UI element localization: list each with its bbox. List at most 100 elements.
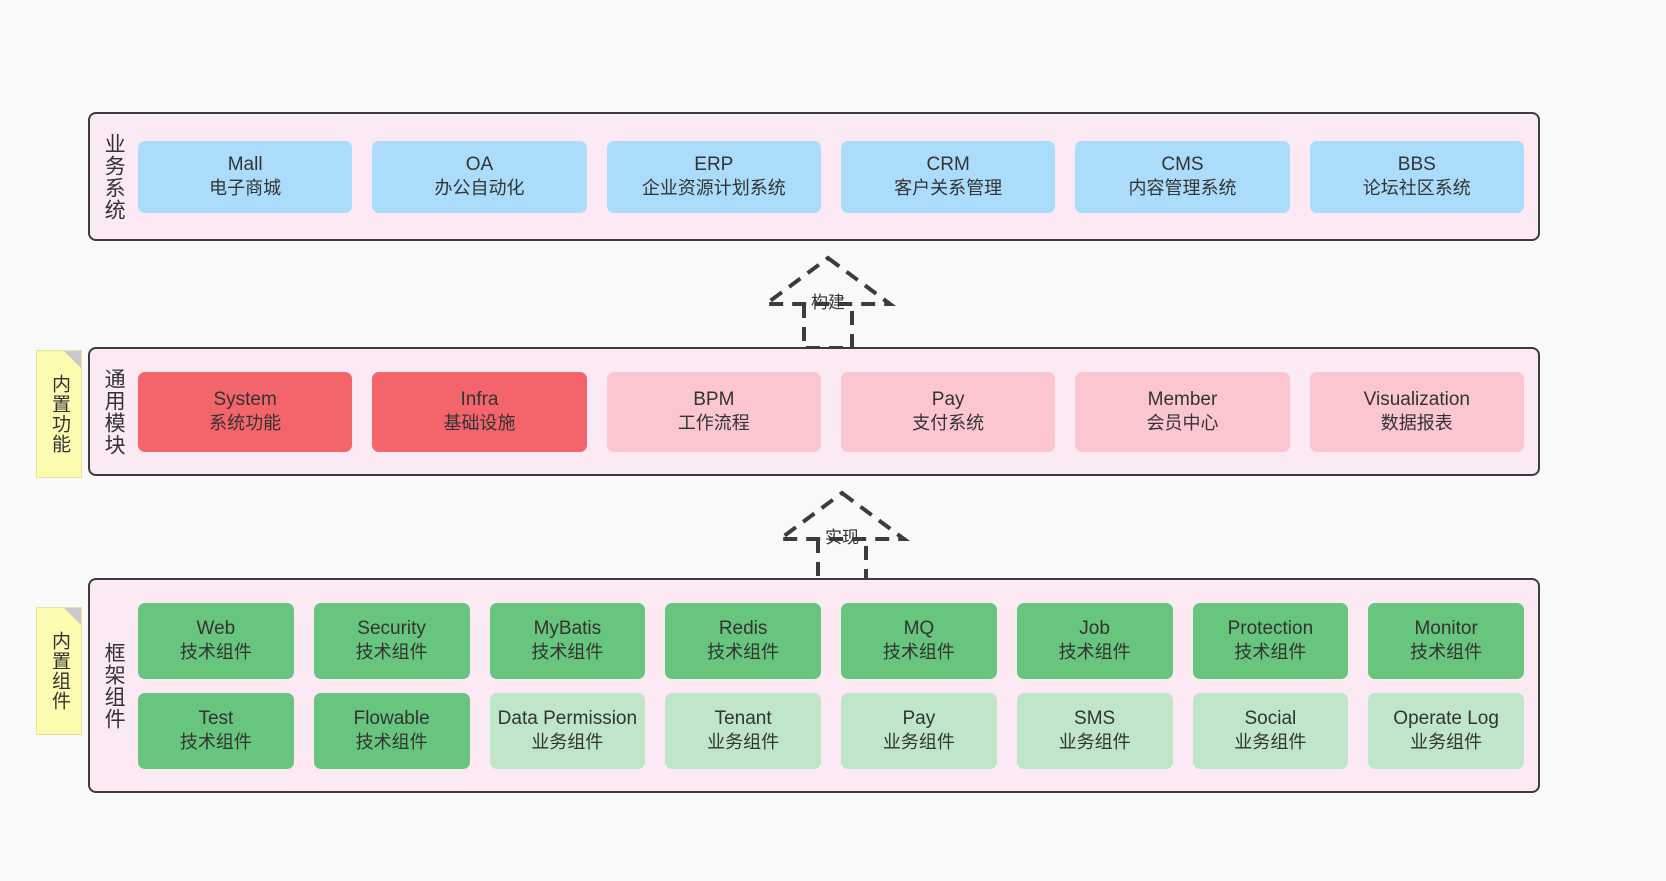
sticky-note-builtin-features: 内置功能 (36, 350, 82, 478)
layer-body-business: Mall 电子商城 OA 办公自动化 ERP 企业资源计划系统 CRM 客户关系… (136, 114, 1538, 239)
node-subtitle: 客户关系管理 (894, 178, 1003, 199)
node-subtitle: 工作流程 (677, 413, 750, 434)
layer-title-business: 业务系统 (102, 132, 126, 221)
connector-implement: 实现 (752, 487, 932, 587)
node-erp[interactable]: ERP 企业资源计划系统 (606, 140, 821, 213)
node-subtitle: 会员中心 (1146, 413, 1219, 434)
node-title: Social (1244, 707, 1297, 729)
node-title: Web (196, 617, 236, 639)
node-protection[interactable]: Protection 技术组件 (1192, 602, 1349, 679)
node-subtitle: 技术组件 (355, 732, 428, 753)
node-cms[interactable]: CMS 内容管理系统 (1075, 140, 1290, 213)
implement-arrow-icon (773, 490, 911, 585)
node-title: OA (465, 153, 494, 175)
sticky-note-builtin-components: 内置组件 (36, 607, 82, 735)
node-mall[interactable]: Mall 电子商城 (138, 140, 353, 213)
node-subtitle: 内容管理系统 (1128, 178, 1237, 199)
node-title: Redis (718, 617, 768, 639)
node-subtitle: 业务组件 (1058, 732, 1131, 753)
node-data-permission[interactable]: Data Permission 业务组件 (489, 692, 646, 769)
node-bbs[interactable]: BBS 论坛社区系统 (1309, 140, 1524, 213)
node-title: BBS (1397, 153, 1436, 175)
node-title: Tenant (714, 707, 772, 729)
node-subtitle: 支付系统 (912, 413, 985, 434)
node-subtitle: 数据报表 (1380, 413, 1453, 434)
node-subtitle: 技术组件 (179, 732, 252, 753)
node-subtitle: 技术组件 (882, 642, 955, 663)
node-subtitle: 论坛社区系统 (1362, 178, 1471, 199)
node-subtitle: 技术组件 (531, 642, 604, 663)
connector-build: 构建 (738, 252, 918, 352)
node-subtitle: 业务组件 (707, 732, 780, 753)
layer-business-systems: 业务系统 Mall 电子商城 OA 办公自动化 ERP 企业资源计划系统 CRM… (88, 112, 1540, 241)
node-web[interactable]: Web 技术组件 (138, 602, 294, 679)
node-infra[interactable]: Infra 基础设施 (372, 371, 587, 452)
layer-framework-components: 框架组件 Web 技术组件 Security 技术组件 MyBatis 技术组件… (88, 578, 1540, 793)
node-title: System (213, 388, 277, 410)
node-subtitle: 技术组件 (1234, 642, 1307, 663)
node-subtitle: 业务组件 (882, 732, 955, 753)
node-test[interactable]: Test 技术组件 (138, 692, 294, 769)
row-business-components: Test 技术组件 Flowable 技术组件 Data Permission … (138, 692, 1524, 769)
node-title: Monitor (1414, 617, 1478, 639)
node-bpm[interactable]: BPM 工作流程 (606, 371, 821, 452)
node-title: Test (198, 707, 234, 729)
node-title: CMS (1161, 153, 1204, 175)
node-visualization[interactable]: Visualization 数据报表 (1309, 371, 1524, 452)
node-title: Pay (931, 388, 965, 410)
node-title: Infra (460, 388, 499, 410)
node-title: SMS (1074, 707, 1116, 729)
node-subtitle: 技术组件 (1058, 642, 1131, 663)
node-title: ERP (694, 153, 734, 175)
node-title: Pay (902, 707, 936, 729)
node-pay-module[interactable]: Pay 支付系统 (840, 371, 1056, 452)
layer-title-framework: 框架组件 (102, 641, 126, 730)
node-subtitle: 技术组件 (707, 642, 780, 663)
sticky-note-label: 内置组件 (48, 631, 70, 711)
layer-general-modules: 通用模块 System 系统功能 Infra 基础设施 BPM 工作流程 Pay… (88, 347, 1540, 476)
node-subtitle: 技术组件 (355, 642, 428, 663)
node-flowable[interactable]: Flowable 技术组件 (313, 692, 470, 769)
node-security[interactable]: Security 技术组件 (313, 602, 470, 679)
sticky-note-label: 内置功能 (48, 374, 70, 454)
node-monitor[interactable]: Monitor 技术组件 (1368, 602, 1524, 679)
node-title: Flowable (353, 707, 430, 729)
node-subtitle: 电子商城 (209, 178, 282, 199)
node-subtitle: 业务组件 (1410, 732, 1483, 753)
node-social[interactable]: Social 业务组件 (1192, 692, 1349, 769)
node-operate-log[interactable]: Operate Log 业务组件 (1368, 692, 1524, 769)
layer-body-modules: System 系统功能 Infra 基础设施 BPM 工作流程 Pay 支付系统… (136, 349, 1538, 474)
row-tech-components: Web 技术组件 Security 技术组件 MyBatis 技术组件 Redi… (138, 602, 1524, 679)
node-subtitle: 业务组件 (1234, 732, 1307, 753)
row-general-modules: System 系统功能 Infra 基础设施 BPM 工作流程 Pay 支付系统… (138, 371, 1524, 452)
row-business-systems: Mall 电子商城 OA 办公自动化 ERP 企业资源计划系统 CRM 客户关系… (138, 140, 1524, 213)
node-sms[interactable]: SMS 业务组件 (1016, 692, 1173, 769)
node-subtitle: 办公自动化 (434, 178, 525, 199)
node-subtitle: 技术组件 (179, 642, 252, 663)
connector-implement-label: 实现 (825, 528, 859, 547)
node-subtitle: 技术组件 (1410, 642, 1483, 663)
node-redis[interactable]: Redis 技术组件 (665, 602, 821, 679)
node-system[interactable]: System 系统功能 (138, 371, 353, 452)
node-title: Job (1079, 617, 1110, 639)
node-job[interactable]: Job 技术组件 (1016, 602, 1173, 679)
node-title: CRM (926, 153, 970, 175)
node-title: Mall (227, 153, 263, 175)
node-oa[interactable]: OA 办公自动化 (372, 140, 587, 213)
node-title: BPM (693, 388, 735, 410)
node-crm[interactable]: CRM 客户关系管理 (840, 140, 1056, 213)
node-member[interactable]: Member 会员中心 (1075, 371, 1290, 452)
node-title: MyBatis (533, 617, 602, 639)
node-mq[interactable]: MQ 技术组件 (841, 602, 997, 679)
connector-build-label: 构建 (811, 293, 845, 312)
node-title: Protection (1227, 617, 1314, 639)
node-subtitle: 基础设施 (443, 413, 516, 434)
node-pay-component[interactable]: Pay 业务组件 (841, 692, 997, 769)
node-title: Member (1147, 388, 1218, 410)
node-tenant[interactable]: Tenant 业务组件 (665, 692, 821, 769)
node-subtitle: 系统功能 (209, 413, 282, 434)
node-title: Visualization (1363, 388, 1470, 410)
node-title: Operate Log (1393, 707, 1499, 729)
node-mybatis[interactable]: MyBatis 技术组件 (489, 602, 646, 679)
